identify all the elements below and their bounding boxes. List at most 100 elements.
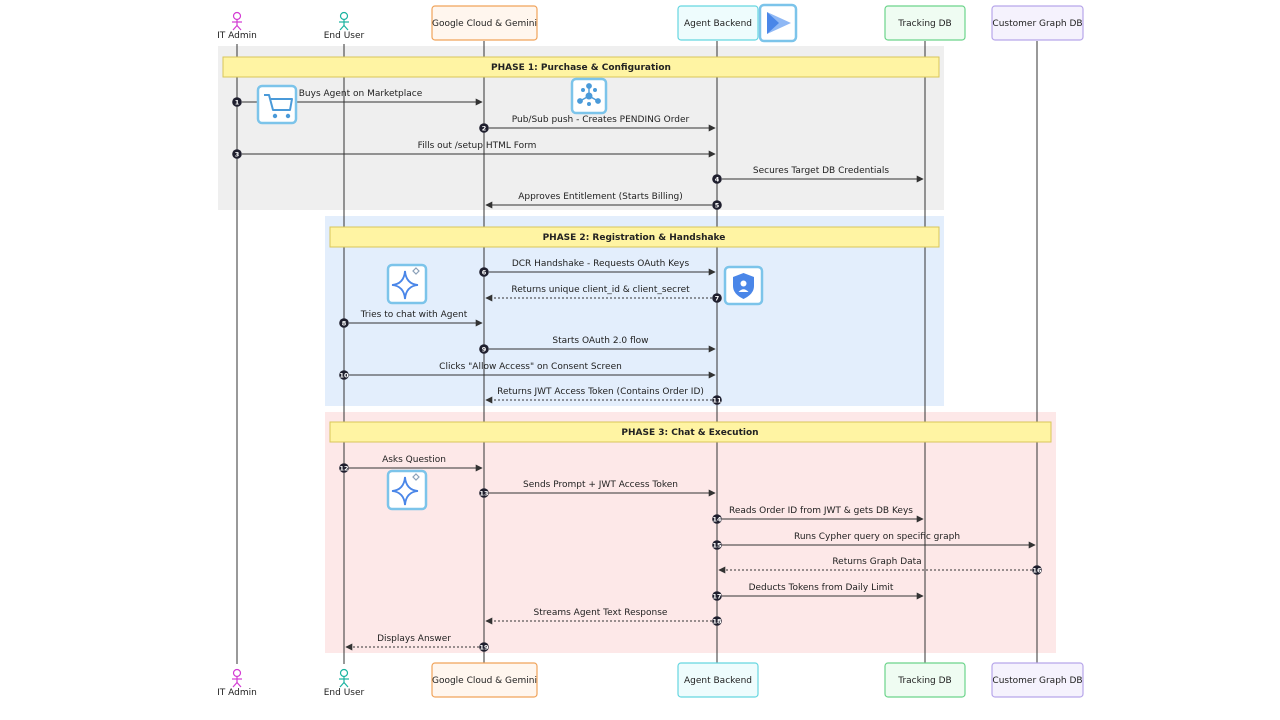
message-label: Returns unique client_id & client_secret [511,285,690,295]
participant-label: Google Cloud & Gemini [432,19,537,29]
participant-label: Agent Backend [684,19,752,29]
message-label: Deducts Tokens from Daily Limit [749,583,894,593]
message-9: Starts OAuth 2.0 flow 9 [479,336,716,354]
step-number: 8 [342,319,347,327]
participant-label: Customer Graph DB [992,676,1082,686]
actor-it-admin-top: IT Admin [217,11,257,41]
message-3: Fills out /setup HTML Form 3 [232,141,716,159]
participant-google-cloud-bottom: Google Cloud & Gemini [431,662,538,698]
step-number-badge [479,267,489,277]
phase-1-title: PHASE 1: Purchase & Configuration [491,63,671,73]
step-number-badge [479,642,489,652]
actor-label: End User [324,31,365,41]
phase-3-banner: PHASE 3: Chat & Execution [329,421,1052,443]
participant-label: Agent Backend [684,676,752,686]
lifelines [236,41,1038,664]
message-label: Asks Question [382,455,446,465]
actor-person-icon [339,668,349,688]
actor-person-icon [232,11,242,31]
message-label: Tries to chat with Agent [360,310,468,320]
participant-customer-graph-db-top: Customer Graph DB [991,5,1084,41]
step-number-badge [339,370,349,380]
actor-end-user-top: End User [324,11,365,41]
step-number: 1 [235,98,240,106]
gemini-sparkle-icon [386,263,428,305]
message-11: Returns JWT Access Token (Contains Order… [485,387,722,405]
actor-it-admin-bottom: IT Admin [217,668,257,698]
step-number: 19 [479,643,489,651]
phase-2-background [325,216,944,406]
message-label: Fills out /setup HTML Form [418,141,537,151]
message-label: Displays Answer [377,634,451,644]
participant-agent-backend-top: Agent Backend [677,5,759,41]
message-label: Returns JWT Access Token (Contains Order… [497,387,704,397]
message-18: Streams Agent Text Response 18 [485,608,722,626]
step-number-badge [479,488,489,498]
message-10: Clicks "Allow Access" on Consent Screen1… [339,362,716,380]
step-number-badge [712,174,722,184]
actor-end-user-bottom: End User [324,668,365,698]
message-label: Returns Graph Data [832,557,921,567]
participant-tracking-db-top: Tracking DB [884,5,966,41]
message-17: Deducts Tokens from Daily Limit 17 [712,583,924,601]
participant-tracking-db-bottom: Tracking DB [884,662,966,698]
step-number: 6 [482,268,487,276]
message-19: Displays Answer 19 [345,634,489,652]
pubsub-icon [570,77,608,115]
message-label: Pub/Sub push - Creates PENDING Order [512,115,690,125]
step-number: 5 [715,201,720,209]
participant-label: Tracking DB [897,676,951,686]
actor-person-icon [339,11,349,31]
message-label: Sends Prompt + JWT Access Token [523,480,678,490]
step-number-badge [479,123,489,133]
participant-customer-graph-db-bottom: Customer Graph DB [991,662,1084,698]
participant-agent-backend-bottom: Agent Backend [677,662,759,698]
message-15: Runs Cypher query on specific graph 15 [712,532,1036,550]
message-5: Approves Entitlement (Starts Billing)5 [485,192,722,210]
step-number-badge [339,463,349,473]
step-number: 4 [715,175,720,183]
step-number-badge [712,200,722,210]
step-number: 12 [339,464,348,472]
step-number-badge [712,591,722,601]
message-label: Runs Cypher query on specific graph [794,532,960,542]
security-shield-icon [723,265,764,306]
step-number: 7 [715,294,720,302]
step-number: 15 [712,541,722,549]
message-12: Asks Question 12 [339,455,483,473]
step-number-badge [339,318,349,328]
phase-3-title: PHASE 3: Chat & Execution [621,428,758,438]
actor-label: IT Admin [217,31,257,41]
participant-label: Customer Graph DB [992,19,1082,29]
message-label: Streams Agent Text Response [534,608,668,618]
step-number-badge [712,540,722,550]
agent-builder-icon [758,3,798,43]
gemini-sparkle-icon [386,469,428,511]
step-number: 3 [235,150,240,158]
phase-2-title: PHASE 2: Registration & Handshake [543,233,726,243]
participant-label: Google Cloud & Gemini [432,676,537,686]
message-4: Secures Target DB Credentials 4 [712,166,924,184]
step-number-badge [232,97,242,107]
step-number-badge [712,514,722,524]
phase-2-banner: PHASE 2: Registration & Handshake [329,226,940,248]
participant-google-cloud-top: Google Cloud & Gemini [431,5,538,41]
step-number: 18 [712,617,722,625]
message-label: Secures Target DB Credentials [753,166,889,176]
step-number-badge [712,395,722,405]
message-6: DCR Handshake - Requests OAuth Keys 6 [479,259,716,277]
step-number-badge [1032,565,1042,575]
message-label: DCR Handshake - Requests OAuth Keys [512,259,690,269]
actor-person-icon [232,668,242,688]
step-number-badge [479,344,489,354]
message-8: Tries to chat with Agent 8 [339,310,483,328]
message-label: Starts OAuth 2.0 flow [552,336,648,346]
step-number-badge [712,293,722,303]
message-label: Buys Agent on Marketplace [299,89,423,99]
message-label: Reads Order ID from JWT & gets DB Keys [729,506,913,516]
step-number: 9 [482,345,487,353]
step-number: 17 [712,592,721,600]
